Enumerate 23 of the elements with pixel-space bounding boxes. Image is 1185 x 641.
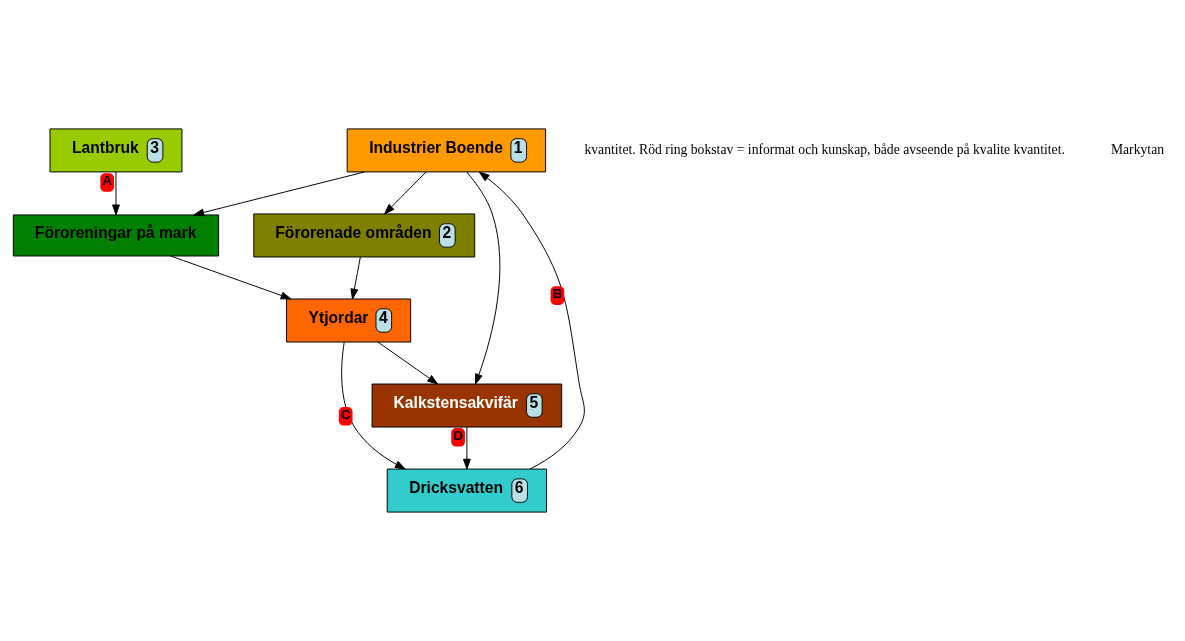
- node-box: Industrier Boende 1: [346, 128, 547, 173]
- label: kvantitet. Röd ring bokstav = informat och kunskap, både avseende på kvalite kvantitet.: [584, 142, 1065, 158]
- edge-label: D: [453, 427, 464, 443]
- arrow: [170, 255, 292, 300]
- arrow: [463, 426, 471, 470]
- arrow: [384, 171, 427, 215]
- arrow: [341, 341, 406, 470]
- node-box: Förorenade områden 2: [253, 213, 476, 258]
- node-box: Lantbruk 3: [49, 128, 183, 173]
- arrow: [112, 171, 120, 216]
- node-box: Kalkstensakvifär 5: [371, 383, 563, 428]
- arrow: [466, 171, 501, 385]
- arrow: [193, 171, 366, 217]
- label: Markytan: [1110, 142, 1165, 158]
- edge-label: C: [340, 406, 351, 422]
- arrow: [478, 171, 585, 470]
- node-box: Föroreningar på mark: [12, 214, 220, 257]
- node-box: Ytjordar 4: [286, 298, 412, 343]
- edge-label: A: [102, 173, 113, 189]
- arrow: [377, 341, 439, 385]
- edge-label: B: [552, 286, 563, 302]
- node-box: Dricksvatten 6: [386, 468, 548, 513]
- arrow: [350, 256, 361, 300]
